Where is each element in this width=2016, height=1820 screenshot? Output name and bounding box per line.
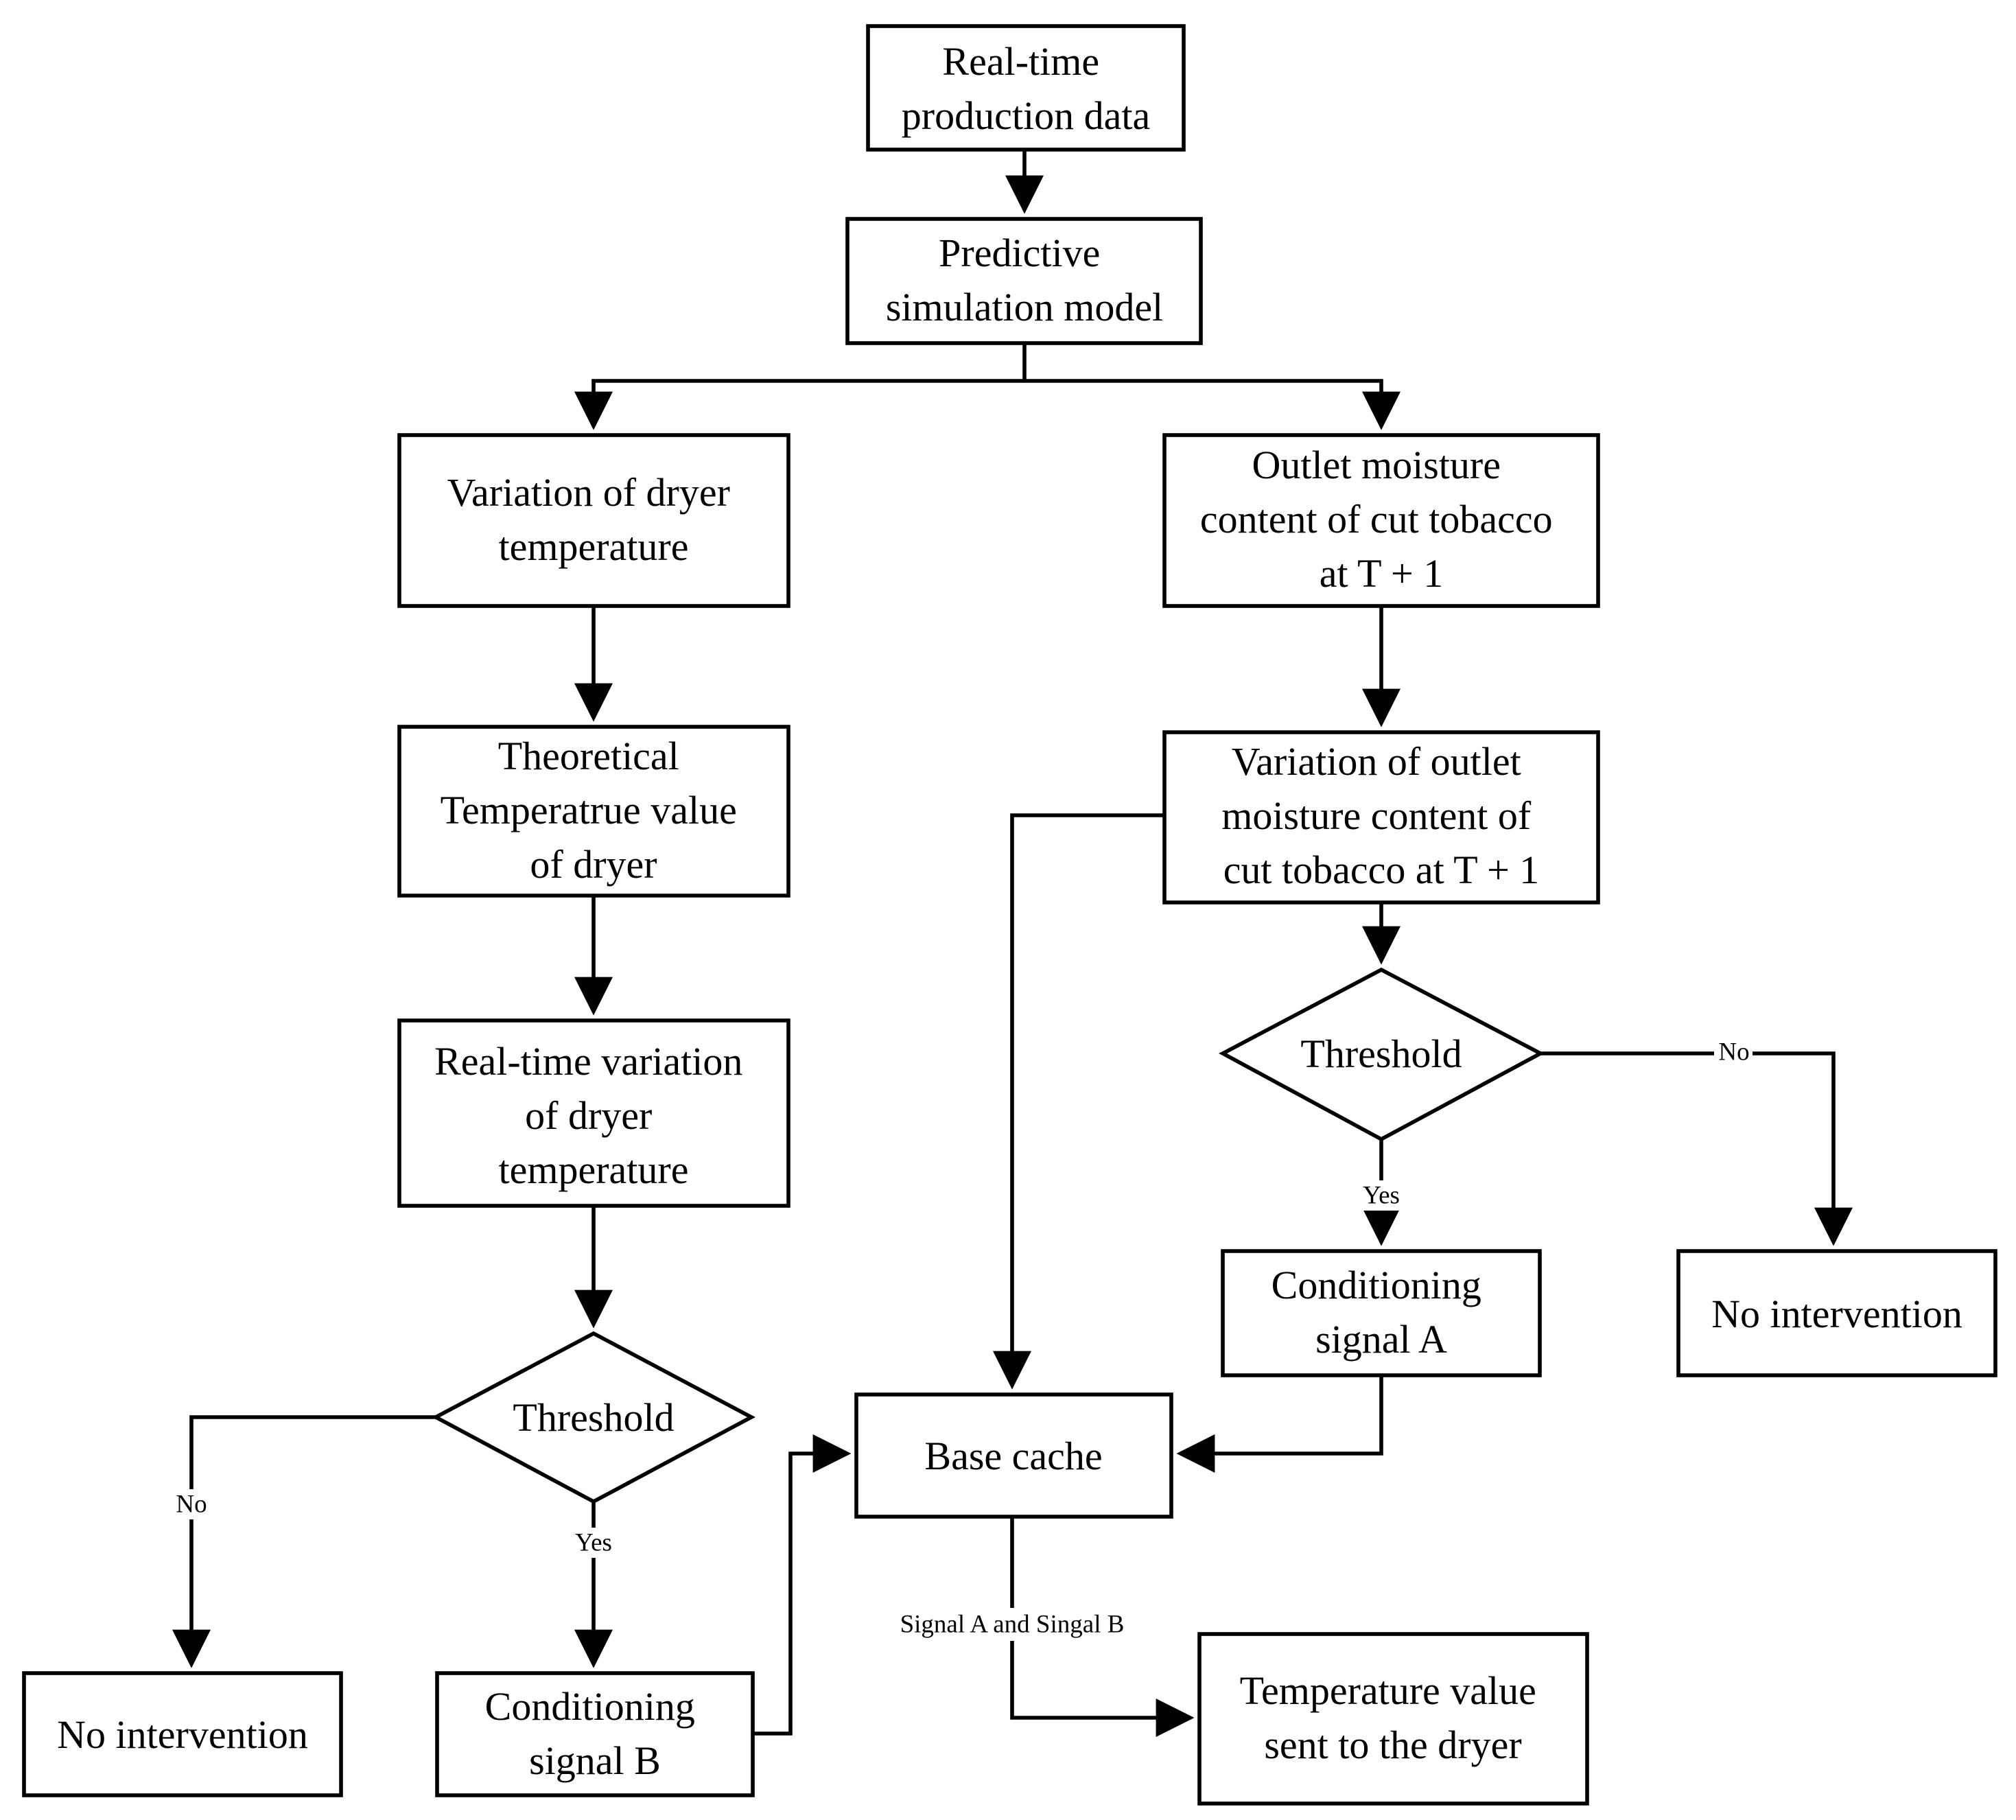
label-line: temperature bbox=[499, 1147, 689, 1192]
node-variation-outlet-moisture: Variation of outlet moisture content of … bbox=[1162, 730, 1600, 905]
connectors bbox=[172, 150, 1853, 1737]
node-label: Temperature value sent to the dryer bbox=[1240, 1668, 1547, 1767]
label-line: of dryer bbox=[525, 1093, 652, 1138]
label-line: simulation model bbox=[886, 285, 1163, 329]
node-outlet-moisture: Outlet moisture content of cut tobacco a… bbox=[1162, 433, 1600, 608]
edge-label-no-right: No bbox=[1718, 1038, 1749, 1066]
label-bg bbox=[567, 1528, 620, 1558]
label-line: Temperature value bbox=[1240, 1668, 1536, 1713]
node-label: Conditioning signal A bbox=[1271, 1263, 1492, 1362]
node-box bbox=[397, 1018, 790, 1208]
edge-labels: No Yes No Yes Signal A and Singal B bbox=[170, 1038, 1753, 1641]
node-theoretical-temperature: Theoretical Temperatrue value of dryer bbox=[397, 725, 790, 898]
label-line: Temperatrue value bbox=[441, 788, 737, 832]
node-box bbox=[1162, 433, 1600, 608]
label-bg bbox=[1355, 1180, 1407, 1211]
label-line: of dryer bbox=[530, 842, 657, 887]
label-line: Outlet moisture bbox=[1252, 443, 1501, 487]
node-label: Conditioning signal B bbox=[485, 1684, 705, 1783]
node-box bbox=[397, 725, 790, 898]
node-box bbox=[866, 24, 1186, 152]
node-threshold-right: Threshold bbox=[1219, 967, 1545, 1142]
decision-diamond bbox=[1219, 967, 1545, 1142]
label-line: Variation of outlet bbox=[1232, 739, 1521, 784]
edge-split-to-variation-temp bbox=[574, 379, 1024, 430]
node-no-intervention-left: No intervention bbox=[22, 1671, 343, 1797]
edge-label-yes-right: Yes bbox=[1363, 1182, 1400, 1210]
edge-threshold-right-no bbox=[1540, 1051, 1853, 1246]
decision-diamond bbox=[432, 1331, 755, 1504]
label-line: Variation of dryer bbox=[447, 470, 730, 515]
node-box bbox=[1676, 1249, 1997, 1377]
edge-label-no-left: No bbox=[176, 1491, 207, 1519]
label-line: signal A bbox=[1315, 1317, 1447, 1362]
node-realtime-data: Real-time production data bbox=[866, 24, 1186, 152]
node-label: Real-time production data bbox=[902, 39, 1150, 138]
node-temperature-value: Temperature value sent to the dryer bbox=[1197, 1632, 1589, 1806]
edge-label-yes-left: Yes bbox=[575, 1529, 612, 1557]
label-line: Real-time variation bbox=[434, 1039, 742, 1084]
label-line: moisture content of bbox=[1221, 793, 1532, 838]
node-box bbox=[435, 1671, 755, 1797]
label-line: Theoretical bbox=[498, 734, 679, 778]
edge-variation-outlet-to-cache bbox=[993, 813, 1164, 1390]
node-label: Base cache bbox=[924, 1434, 1102, 1478]
label-line: signal B bbox=[529, 1738, 661, 1783]
label-bg bbox=[1714, 1038, 1753, 1066]
edge-condb-to-cache bbox=[753, 1434, 852, 1736]
label-line: Predictive bbox=[939, 231, 1100, 275]
label-line: sent to the dryer bbox=[1264, 1723, 1521, 1767]
label-line: production data bbox=[902, 93, 1150, 138]
node-no-intervention-right: No intervention bbox=[1676, 1249, 1997, 1377]
node-box bbox=[1221, 1249, 1542, 1377]
node-box bbox=[1197, 1632, 1589, 1806]
label-line: at T + 1 bbox=[1320, 551, 1443, 596]
node-label: No intervention bbox=[57, 1712, 308, 1757]
node-conditioning-signal-a: Conditioning signal A bbox=[1221, 1249, 1542, 1377]
node-threshold-left: Threshold bbox=[432, 1331, 755, 1504]
node-predictive-model: Predictive simulation model bbox=[845, 217, 1203, 345]
label-line: content of cut tobacco bbox=[1200, 497, 1553, 541]
node-conditioning-signal-b: Conditioning signal B bbox=[435, 1671, 755, 1797]
node-variation-dryer-temperature: Variation of dryer temperature bbox=[397, 433, 790, 608]
edge-threshold-left-no bbox=[172, 1415, 436, 1668]
edge-label-signals: Signal A and Singal B bbox=[900, 1611, 1125, 1639]
node-realtime-variation: Real-time variation of dryer temperature bbox=[397, 1018, 790, 1208]
node-label: Outlet moisture content of cut tobacco a… bbox=[1200, 443, 1562, 596]
node-box bbox=[1162, 730, 1600, 905]
node-base-cache: Base cache bbox=[854, 1392, 1173, 1519]
node-label: Threshold bbox=[1300, 1031, 1462, 1076]
node-box bbox=[22, 1671, 343, 1797]
node-label: Variation of dryer temperature bbox=[447, 470, 740, 569]
edge-conda-to-cache bbox=[1176, 1375, 1383, 1473]
edge-cache-to-temperature-value bbox=[1010, 1517, 1195, 1737]
edge-split-to-outlet-moisture bbox=[1024, 379, 1400, 430]
node-box bbox=[845, 217, 1203, 345]
node-label: Threshold bbox=[513, 1395, 674, 1440]
label-line: Real-time bbox=[942, 39, 1099, 84]
label-line: Conditioning bbox=[1271, 1263, 1481, 1307]
label-line: Conditioning bbox=[485, 1684, 695, 1729]
label-line: cut tobacco at T + 1 bbox=[1223, 848, 1540, 892]
node-box bbox=[397, 433, 790, 608]
node-label: Theoretical Temperatrue value of dryer bbox=[441, 734, 747, 887]
node-label: Predictive simulation model bbox=[886, 231, 1163, 329]
node-label: No intervention bbox=[1711, 1292, 1962, 1336]
label-line: temperature bbox=[499, 524, 689, 569]
node-label: Real-time variation of dryer temperature bbox=[434, 1039, 753, 1192]
label-bg bbox=[875, 1608, 1149, 1641]
label-bg bbox=[170, 1489, 213, 1519]
node-label: Variation of outlet moisture content of … bbox=[1221, 739, 1541, 892]
node-box bbox=[854, 1392, 1173, 1519]
